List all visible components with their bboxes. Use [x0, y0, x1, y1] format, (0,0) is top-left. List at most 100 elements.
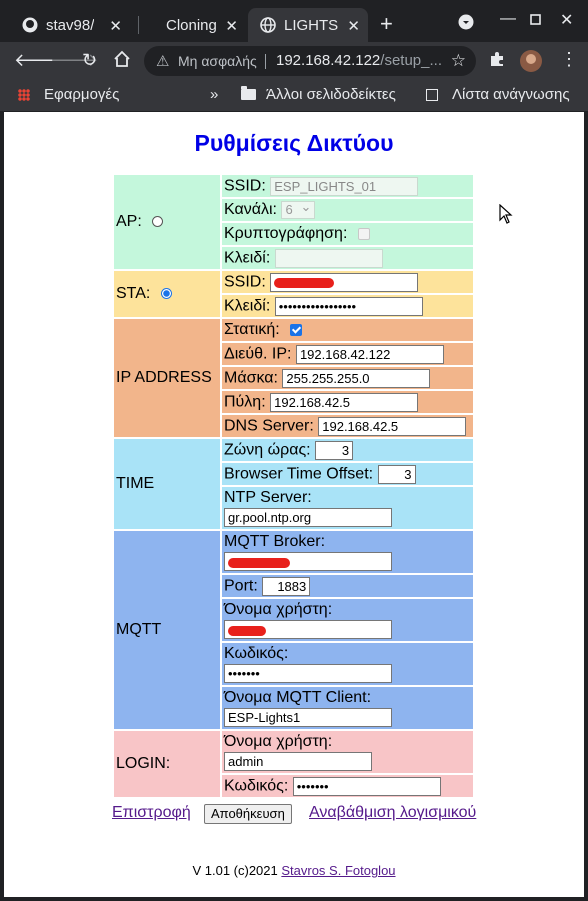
tab-label: stav98/: [46, 16, 95, 34]
tab-divider: [138, 16, 139, 34]
bookmark-apps-label: Εφαρμογές: [44, 86, 120, 103]
ip-gateway-cell: Πύλη: 192.168.42.5: [222, 391, 473, 413]
time-tz-input[interactable]: 3: [315, 440, 354, 460]
mqtt-pass-input[interactable]: •••••••: [224, 664, 392, 684]
login-user-cell: Όνομα χρήστη: admin: [222, 731, 473, 773]
ap-row: Κανάλι: 6: [114, 199, 473, 221]
mqtt-broker-input[interactable]: [224, 552, 392, 572]
time-ntp-input[interactable]: gr.pool.ntp.org: [224, 508, 392, 528]
ip-dns-label: DNS Server:: [224, 417, 314, 435]
sta-radio[interactable]: [160, 288, 172, 300]
globe-icon: [260, 17, 276, 33]
ap-key-cell: Κλειδί:: [222, 247, 473, 269]
mqtt-port-input[interactable]: 1883: [262, 576, 311, 596]
url-text: 192.168.42.122/setup_...: [276, 52, 442, 69]
browser-toolbar: 🡐 🡒 ↻ ⚠ Μη ασφαλής 192.168.42.122/setup_…: [0, 42, 588, 80]
login-row: LOGIN: Όνομα χρήστη: admin: [114, 731, 473, 797]
bookmark-apps[interactable]: Εφαρμογές: [18, 86, 119, 103]
sta-key-cell: Κλειδί: •••••••••••••••••: [222, 295, 473, 317]
bookmark-other[interactable]: Άλλοι σελιδοδείκτες: [241, 86, 396, 103]
back-link[interactable]: Επιστροφή: [112, 804, 191, 821]
time-tz-label: Ζώνη ώρας:: [224, 441, 311, 459]
profile-avatar[interactable]: [520, 50, 542, 72]
tab-cloning[interactable]: Cloning ✕: [144, 8, 246, 42]
ip-label: IP ADDRESS: [116, 369, 212, 386]
mqtt-client-input[interactable]: ESP-Lights1: [224, 708, 392, 728]
login-user-input[interactable]: admin: [224, 752, 372, 772]
ip-gateway-input[interactable]: 192.168.42.5: [270, 392, 419, 412]
sta-ssid-cell: SSID:: [222, 271, 473, 293]
menu-dots-icon[interactable]: ⋮: [560, 49, 578, 69]
ip-static-checkbox[interactable]: [290, 323, 303, 336]
sta-section: STA:: [114, 271, 220, 317]
ap-channel-select[interactable]: 6: [281, 199, 316, 219]
firmware-upgrade-link[interactable]: Αναβάθμιση λογισμικού: [309, 804, 477, 821]
mqtt-client-label: Όνομα MQTT Client:: [224, 689, 372, 706]
ap-encryption-checkbox[interactable]: [357, 227, 370, 240]
sta-ssid-input[interactable]: [270, 272, 419, 292]
time-row: TIME Ζώνη ώρας: 3: [114, 439, 473, 529]
mqtt-user-label: Όνομα χρήστη:: [224, 601, 333, 618]
tab-lights[interactable]: LIGHTS ✕: [248, 8, 368, 42]
home-icon[interactable]: [113, 50, 131, 72]
time-row: NTP Server: gr.pool.ntp.org: [114, 487, 473, 529]
omnibox-divider: [265, 54, 266, 69]
ip-row: IP ADDRESS Στατική:: [114, 319, 473, 437]
redacted-mark: [228, 625, 266, 636]
bookmark-other-label: Άλλοι σελιδοδείκτες: [266, 86, 396, 103]
url-path: /setup_...: [380, 52, 442, 69]
maximize-icon[interactable]: [530, 13, 542, 31]
ip-dns-input[interactable]: 192.168.42.5: [318, 416, 467, 436]
ap-row: Κρυπτογράφηση:: [114, 223, 473, 245]
reload-icon[interactable]: ↻: [82, 50, 98, 70]
close-icon[interactable]: ✕: [225, 18, 238, 35]
mqtt-port-label: Port:: [224, 577, 258, 595]
mqtt-user-cell: Όνομα χρήστη:: [222, 599, 473, 641]
time-offset-label: Browser Time Offset:: [224, 465, 374, 483]
author-link[interactable]: Stavros S. Fotoglou: [281, 863, 396, 878]
mqtt-user-input[interactable]: [224, 620, 392, 640]
login-pass-cell: Κωδικός: •••••••: [222, 775, 473, 797]
mqtt-row: Όνομα MQTT Client: ESP-Lights1: [114, 687, 473, 729]
ap-radio[interactable]: [152, 216, 164, 228]
login-section: LOGIN:: [114, 731, 220, 797]
close-icon[interactable]: ✕: [109, 18, 122, 35]
bookmark-reading-list[interactable]: Λίστα ανάγνωσης: [426, 86, 570, 103]
save-button[interactable]: Αποθήκευση: [204, 804, 292, 824]
address-bar[interactable]: ⚠ Μη ασφαλής 192.168.42.122/setup_... ☆: [144, 46, 476, 76]
back-arrow-icon[interactable]: 🡐: [14, 50, 63, 70]
minimize-icon[interactable]: —: [500, 10, 516, 27]
ap-key-label: Κλειδί:: [224, 249, 271, 267]
ap-channel-label: Κανάλι:: [224, 201, 277, 219]
ip-row: Μάσκα: 255.255.255.0: [114, 367, 473, 389]
mqtt-row: Όνομα χρήστη:: [114, 599, 473, 641]
ap-key-input[interactable]: [274, 248, 383, 268]
time-offset-input[interactable]: 3: [377, 464, 416, 484]
ip-address-input[interactable]: 192.168.42.122: [295, 344, 444, 364]
time-ntp-label: NTP Server:: [224, 489, 312, 506]
close-window-icon[interactable]: ✕: [560, 12, 574, 29]
tab-search-chevron-icon[interactable]: [458, 14, 474, 35]
extensions-puzzle-icon[interactable]: [488, 50, 506, 72]
new-tab-plus-icon[interactable]: +: [380, 11, 393, 36]
url-host: 192.168.42.122: [276, 52, 381, 69]
ip-mask-input[interactable]: 255.255.255.0: [282, 368, 431, 388]
forward-arrow-icon[interactable]: 🡒: [50, 50, 99, 70]
ap-ssid-input[interactable]: ESP_LIGHTS_01: [270, 176, 419, 196]
bookmark-star-icon[interactable]: ☆: [450, 51, 466, 70]
ip-static-label: Στατική:: [224, 321, 280, 338]
bookmarks-overflow-button[interactable]: »: [210, 86, 219, 103]
tab-github[interactable]: stav98/ ✕: [10, 8, 130, 42]
mqtt-client-cell: Όνομα MQTT Client: ESP-Lights1: [222, 687, 473, 729]
sta-key-input[interactable]: •••••••••••••••••: [274, 296, 423, 316]
footer-version: V 1.01 (c)2021: [192, 863, 282, 878]
login-pass-input[interactable]: •••••••: [292, 776, 441, 796]
ap-ssid-cell: SSID: ESP_LIGHTS_01: [222, 175, 473, 197]
ap-ssid-label: SSID:: [224, 177, 266, 195]
mqtt-row: MQTT MQTT Broker:: [114, 531, 473, 729]
ip-static-cell: Στατική:: [222, 319, 473, 341]
mqtt-row: Κωδικός: •••••••: [114, 643, 473, 685]
mqtt-pass-label: Κωδικός:: [224, 645, 289, 662]
close-icon[interactable]: ✕: [347, 18, 360, 35]
ip-row: Πύλη: 192.168.42.5: [114, 391, 473, 413]
